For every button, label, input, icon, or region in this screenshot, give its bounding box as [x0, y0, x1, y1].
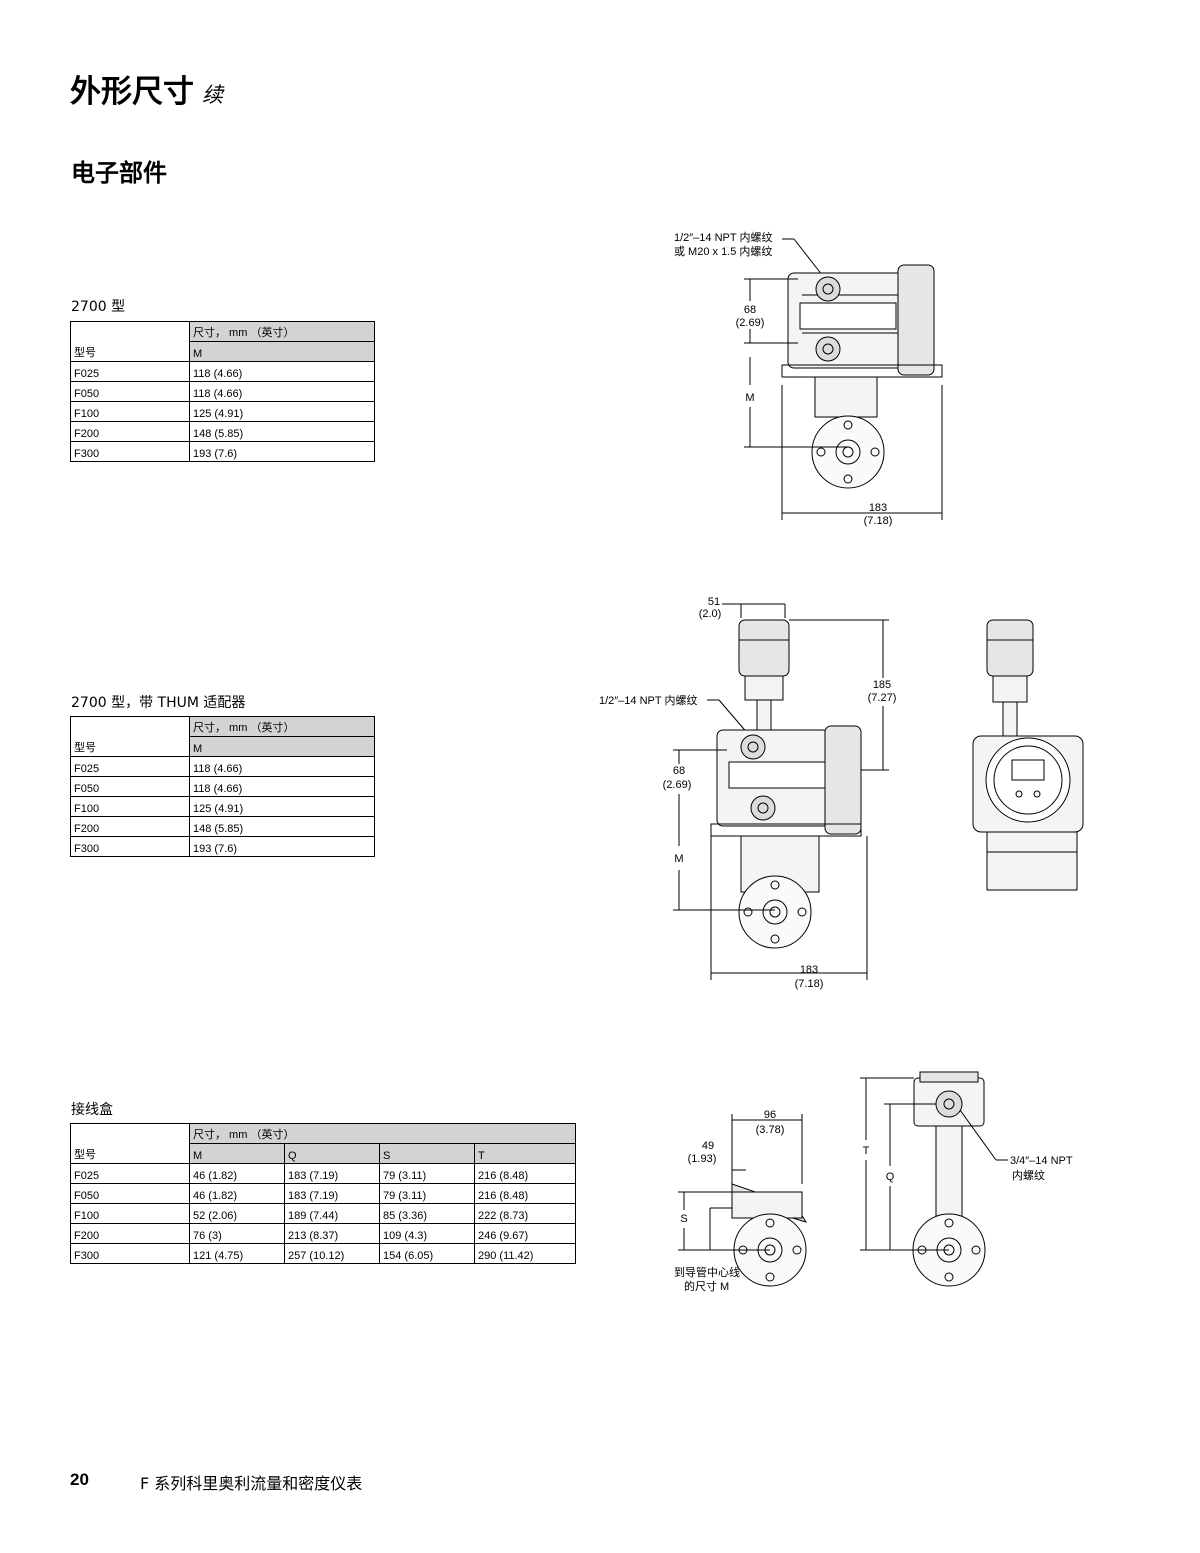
drawing2-dim-185-in: (7.27): [868, 692, 897, 704]
column-header-q: Q: [284, 1143, 380, 1164]
drawing1-dim-m: M: [745, 392, 754, 404]
drawing3-dim-49-in: (1.93): [688, 1153, 717, 1165]
drawing3-dim-49: 49: [702, 1140, 714, 1152]
model-header: 型号: [70, 1123, 190, 1164]
drawing3-thread-label: 3/4″–14 NPT: [1010, 1155, 1073, 1167]
drawing3-note: 到导管中心线: [674, 1265, 740, 1279]
column-header-s: S: [379, 1143, 475, 1164]
page-title: 外形尺寸续: [70, 74, 223, 110]
column-header-m: M: [189, 341, 375, 362]
drawing3-dim-s: S: [680, 1213, 687, 1225]
drawing3-dim-96-in: (3.78): [756, 1124, 785, 1136]
drawing-junction-box-views: 96 (3.78) 49 (1.93) S 到导管中心线 的尺寸 M T Q 3…: [674, 1071, 1073, 1293]
drawing1-dim-183: 183: [869, 502, 887, 514]
page-number: 20: [70, 1470, 89, 1489]
footer-title: F 系列科里奥利流量和密度仪表: [140, 1474, 363, 1493]
drawing2-dim-68-in: (2.69): [663, 779, 692, 791]
drawing2-dim-68: 68: [673, 765, 685, 777]
drawing-2700-side-view: 1/2″–14 NPT 内螺纹 或 M20 x 1.5 内螺纹 68 (2.69…: [674, 230, 943, 527]
dimension-header: 尺寸， mm （英寸）: [189, 321, 375, 342]
drawing1-thread-label-alt: 或 M20 x 1.5 内螺纹: [674, 244, 772, 258]
drawing2-dim-m: M: [674, 853, 683, 865]
drawing1-dim-183-in: (7.18): [864, 515, 893, 527]
column-header-m: M: [189, 736, 375, 757]
drawing3-note-line2: 的尺寸 M: [684, 1279, 729, 1293]
model-header: 型号: [70, 321, 190, 362]
column-header-m: M: [189, 1143, 285, 1164]
drawing-2700-thum-views: 51 (2.0) 1/2″–14 NPT 内螺纹 185 (7.27) 68 (…: [599, 596, 1084, 990]
drawing3-dim-q: Q: [886, 1171, 895, 1183]
drawing2-dim-183-in: (7.18): [795, 978, 824, 990]
drawing1-dim-68-in: (2.69): [736, 317, 765, 329]
table2-caption: 2700 型，带 THUM 适配器: [71, 695, 246, 711]
section-title: 电子部件: [71, 159, 167, 187]
model-header: 型号: [70, 716, 190, 757]
drawing1-thread-label: 1/2″–14 NPT 内螺纹: [674, 230, 772, 244]
drawing2-thread-label: 1/2″–14 NPT 内螺纹: [599, 693, 697, 707]
drawing3-dim-96: 96: [764, 1109, 776, 1121]
dimension-header: 尺寸， mm （英寸）: [189, 1123, 576, 1144]
table1-caption: 2700 型: [71, 299, 126, 315]
drawing2-dim-185: 185: [873, 679, 891, 691]
table3-caption: 接线盒: [71, 1102, 113, 1118]
column-header-t: T: [474, 1143, 576, 1164]
drawing3-dim-t: T: [863, 1145, 870, 1157]
drawing1-dim-68: 68: [744, 304, 756, 316]
drawing2-dim-51-in: (2.0): [699, 608, 722, 620]
drawing2-dim-183: 183: [800, 964, 818, 976]
drawing3-thread-label-line2: 内螺纹: [1012, 1168, 1045, 1182]
title-continued: 续: [202, 83, 223, 107]
dimension-header: 尺寸， mm （英寸）: [189, 716, 375, 737]
drawing2-dim-51: 51: [708, 596, 720, 608]
